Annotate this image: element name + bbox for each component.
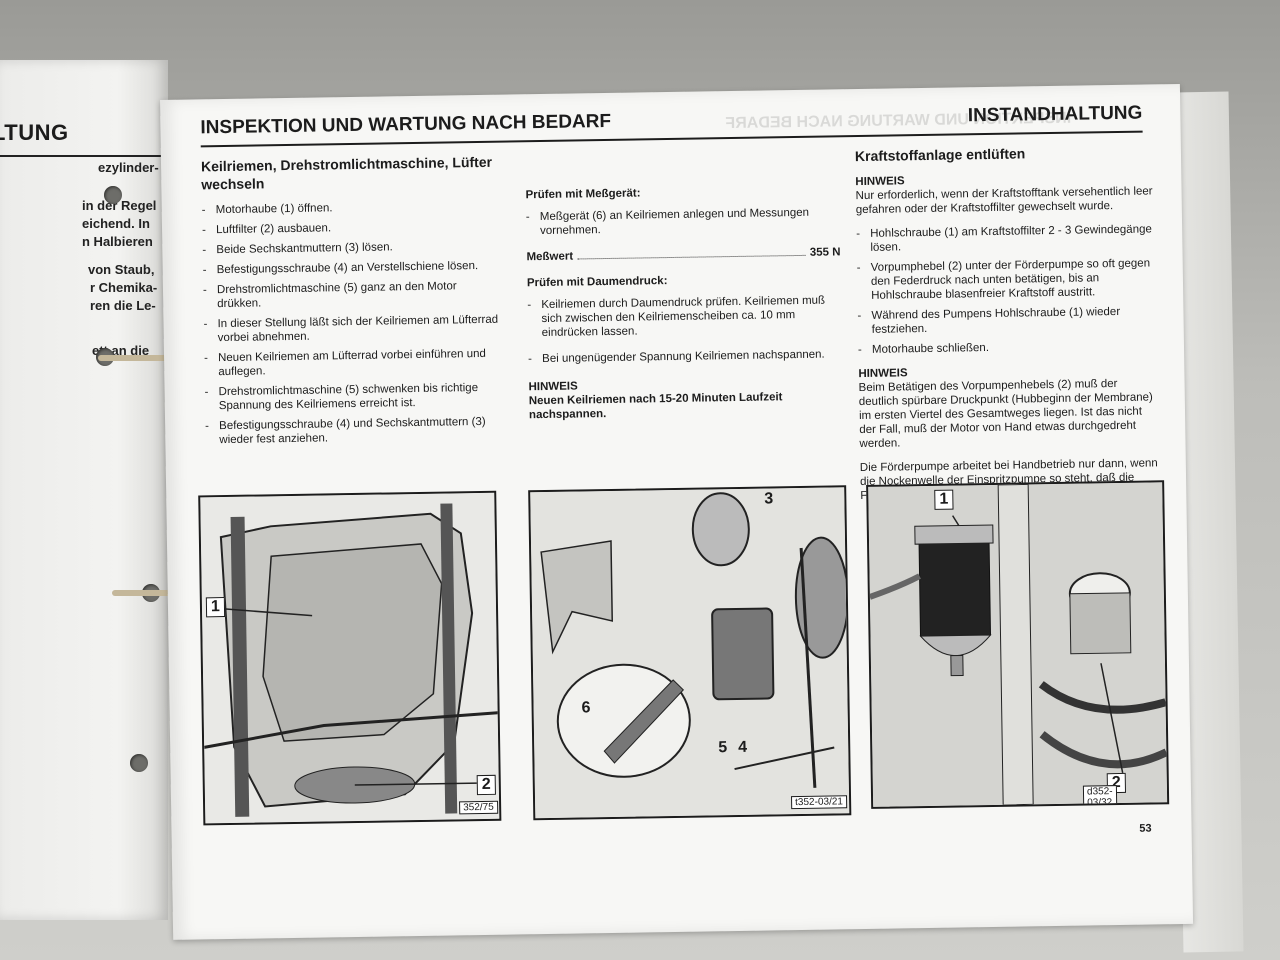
list-item: -Hohlschraube (1) am Kraftstoffilter 2 -… — [856, 223, 1152, 254]
page-number: 53 — [1139, 822, 1152, 835]
column-belt-check: Prüfen mit Meßgerät: -Meßgerät (6) an Ke… — [525, 177, 843, 432]
left-line: von Staub, — [88, 262, 155, 277]
note-text: Neuen Keilriemen nach 15-20 Minuten Lauf… — [528, 391, 783, 422]
list-item: -Neuen Keilriemen am Lüfterrad vorbei ei… — [203, 347, 486, 379]
list-item: -Drehstromlichtmaschine (5) ganz an den … — [202, 280, 457, 311]
note-text: Beim Betätigen des Vorpumpenhebels (2) m… — [858, 377, 1153, 451]
figure-code: 352/75 — [459, 800, 498, 815]
list-item: -Befestigungsschraube (4) und Sechskantm… — [205, 415, 486, 447]
callout-4: 4 — [738, 738, 748, 756]
left-page-rule — [0, 155, 168, 157]
measurement-label: Meßwert — [526, 250, 574, 264]
figure-fuel-filter: 1 2 d352-03/32 — [866, 480, 1170, 809]
binding-string — [98, 355, 178, 361]
column-fuel-bleed: Kraftstoffanlage entlüften HINWEIS Nur e… — [855, 142, 1159, 513]
binding-hole — [104, 186, 122, 204]
figure-engine-hood: 1 2 352/75 — [198, 490, 502, 826]
callout-6: 6 — [581, 699, 591, 717]
manual-page: INSPEKTION UND WARTUNG NACH BEDARF INSPE… — [160, 83, 1194, 940]
list-item: -Befestigungsschraube (4) an Verstellsch… — [202, 260, 479, 277]
fuel-filter-illustration — [868, 482, 1169, 807]
left-line: n Halbieren — [82, 234, 153, 249]
section-heading: Kraftstoffanlage entlüften — [854, 145, 1026, 165]
note-text: Nur erforderlich, wenn der Kraftstofftan… — [855, 185, 1153, 217]
section-heading: Keilriemen, Drehstromlichtmaschine, Lüft… — [200, 153, 493, 193]
list-item: -Bei ungenügender Spannung Keilriemen na… — [528, 348, 825, 366]
alternator-illustration — [530, 487, 850, 819]
subheading: Prüfen mit Daumendruck: — [526, 275, 668, 290]
page-title: INSPEKTION UND WARTUNG NACH BEDARF — [200, 110, 612, 139]
list-item: -Beide Sechskantmuttern (3) lösen. — [202, 241, 393, 257]
measurement-value: 355 N — [809, 246, 841, 259]
figure-code: d352-03/32 — [1082, 785, 1117, 809]
left-line: eichend. In — [82, 216, 150, 231]
section-title: INSTANDHALTUNG — [967, 102, 1143, 127]
callout-2: 2 — [476, 774, 496, 796]
left-page-title: LTUNG — [0, 120, 69, 145]
subheading: Prüfen mit Meßgerät: — [525, 187, 641, 202]
left-line: ezylinder- — [98, 160, 159, 175]
callout-3: 3 — [764, 490, 774, 508]
binding-string — [112, 590, 192, 596]
figure-alternator: 3 6 5 4 t352-03/21 — [528, 485, 852, 821]
callout-1: 1 — [934, 489, 954, 510]
column-belt-change: Keilriemen, Drehstromlichtmaschine, Lüft… — [201, 153, 506, 454]
left-line: in der Regel — [82, 198, 157, 213]
list-item: -In dieser Stellung läßt sich der Keilri… — [203, 313, 499, 345]
list-item: -Luftfilter (2) ausbauen. — [201, 222, 332, 237]
list-item: -Meßgerät (6) an Keilriemen anlegen und … — [525, 206, 810, 238]
leader-dots — [577, 245, 806, 260]
list-item: -Motorhaube schließen. — [857, 342, 990, 357]
measurement-row: Meßwert 355 N — [526, 245, 841, 264]
list-item: -Keilriemen durch Daumendruck prüfen. Ke… — [527, 294, 826, 340]
engine-hood-illustration — [200, 492, 500, 824]
list-item: -Vorpumphebel (2) unter der Förderpumpe … — [856, 257, 1151, 302]
figure-code: t352-03/21 — [791, 795, 848, 810]
left-line: r Chemika- — [90, 280, 158, 295]
list-item: -Während des Pumpens Hohlschraube (1) wi… — [857, 305, 1121, 336]
left-line: ren die Le- — [90, 298, 156, 313]
list-item: -Drehstromlichtmaschine (5) schwenken bi… — [204, 382, 479, 413]
callout-5: 5 — [718, 739, 728, 757]
left-page: LTUNG ezylinder- in der Regel eichend. I… — [0, 60, 168, 920]
list-item: -Motorhaube (1) öffnen. — [201, 202, 333, 217]
binding-hole — [130, 754, 148, 772]
callout-1: 1 — [205, 597, 226, 618]
